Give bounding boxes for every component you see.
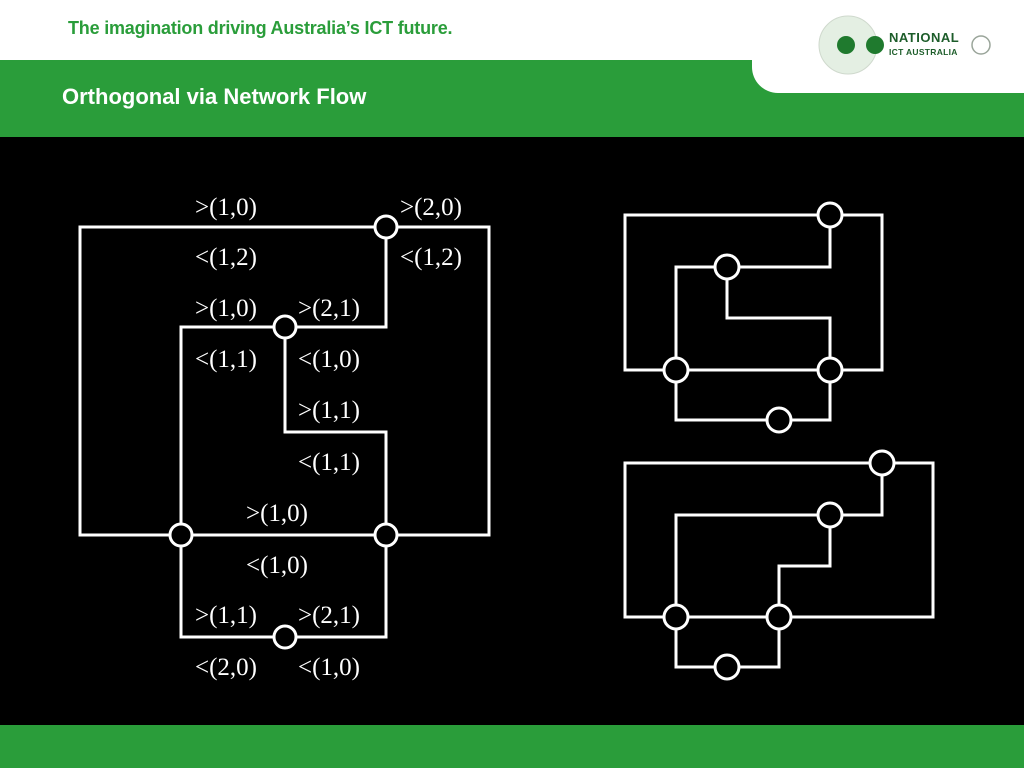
- flow-label: <(1,0): [298, 346, 360, 373]
- bottom-left-edge: [179, 535, 285, 639]
- node: [373, 214, 399, 240]
- bottom-right-edge: [285, 535, 388, 639]
- staircase-edge: [283, 327, 388, 535]
- orthogonal-drawing-top-nodes: [662, 201, 844, 434]
- node: [272, 624, 298, 650]
- flow-label: >(1,0): [195, 194, 257, 221]
- flow-label: >(1,1): [298, 397, 360, 424]
- edge: [727, 617, 781, 669]
- node: [816, 501, 844, 529]
- node: [662, 603, 690, 631]
- node: [816, 356, 844, 384]
- flow-label: >(1,0): [246, 500, 308, 527]
- node: [713, 253, 741, 281]
- right-outer-edge: [386, 225, 491, 537]
- node: [868, 449, 896, 477]
- orthogonal-drawing-top: [623, 213, 884, 422]
- flow-labels: >(1,0) >(2,0) <(1,2) <(1,2) >(1,0) >(2,1…: [195, 194, 462, 681]
- flow-label: >(2,1): [298, 602, 360, 629]
- logo-mark: [818, 15, 991, 75]
- edge: [674, 617, 727, 669]
- node: [765, 603, 793, 631]
- flow-label: <(1,0): [246, 552, 308, 579]
- flow-label: >(1,1): [195, 602, 257, 629]
- slide-title: Orthogonal via Network Flow: [62, 84, 367, 109]
- node: [765, 406, 793, 434]
- node: [662, 356, 690, 384]
- content-area: >(1,0) >(2,0) <(1,2) <(1,2) >(1,0) >(2,1…: [0, 137, 1024, 725]
- footer-band: [0, 725, 1024, 768]
- logo-text-ict-australia: ICT AUSTRALIA: [889, 47, 958, 57]
- edge: [674, 513, 830, 617]
- left-inner-edge: [179, 325, 285, 535]
- edge: [674, 265, 727, 370]
- logo-text-national: NATIONAL: [889, 30, 960, 45]
- edge: [779, 461, 935, 619]
- flow-label: <(1,0): [298, 654, 360, 681]
- logo-dot-1: [837, 36, 855, 54]
- inner-top-edge: [285, 227, 388, 329]
- node: [373, 522, 399, 548]
- edge: [623, 213, 830, 372]
- diagrams-canvas: >(1,0) >(2,0) <(1,2) <(1,2) >(1,0) >(2,1…: [78, 194, 935, 681]
- outer-loop-edge: [78, 225, 386, 537]
- logo-ring: [971, 35, 991, 55]
- node: [168, 522, 194, 548]
- edge: [727, 215, 832, 269]
- flow-label: <(2,0): [195, 654, 257, 681]
- edge: [777, 515, 832, 617]
- edge: [830, 463, 884, 517]
- edge: [674, 370, 779, 422]
- logo-dot-2: [866, 36, 884, 54]
- orthogonal-drawing-bottom-nodes: [662, 449, 896, 681]
- flow-label: >(1,0): [195, 295, 257, 322]
- flow-label: <(1,1): [298, 449, 360, 476]
- flow-network-diagram: [78, 225, 491, 639]
- edge: [830, 213, 884, 372]
- flow-label: <(1,2): [400, 244, 462, 271]
- node: [713, 653, 741, 681]
- flow-network-nodes: [168, 214, 399, 650]
- flow-label: >(2,0): [400, 194, 462, 221]
- flow-label: <(1,1): [195, 346, 257, 373]
- orthogonal-drawing-bottom: [623, 461, 935, 669]
- node: [272, 314, 298, 340]
- edge: [725, 267, 832, 370]
- flow-label: <(1,2): [195, 244, 257, 271]
- tagline: The imagination driving Australia’s ICT …: [68, 18, 453, 38]
- edge: [623, 461, 882, 619]
- flow-label: >(2,1): [298, 295, 360, 322]
- edge: [779, 370, 832, 422]
- node: [816, 201, 844, 229]
